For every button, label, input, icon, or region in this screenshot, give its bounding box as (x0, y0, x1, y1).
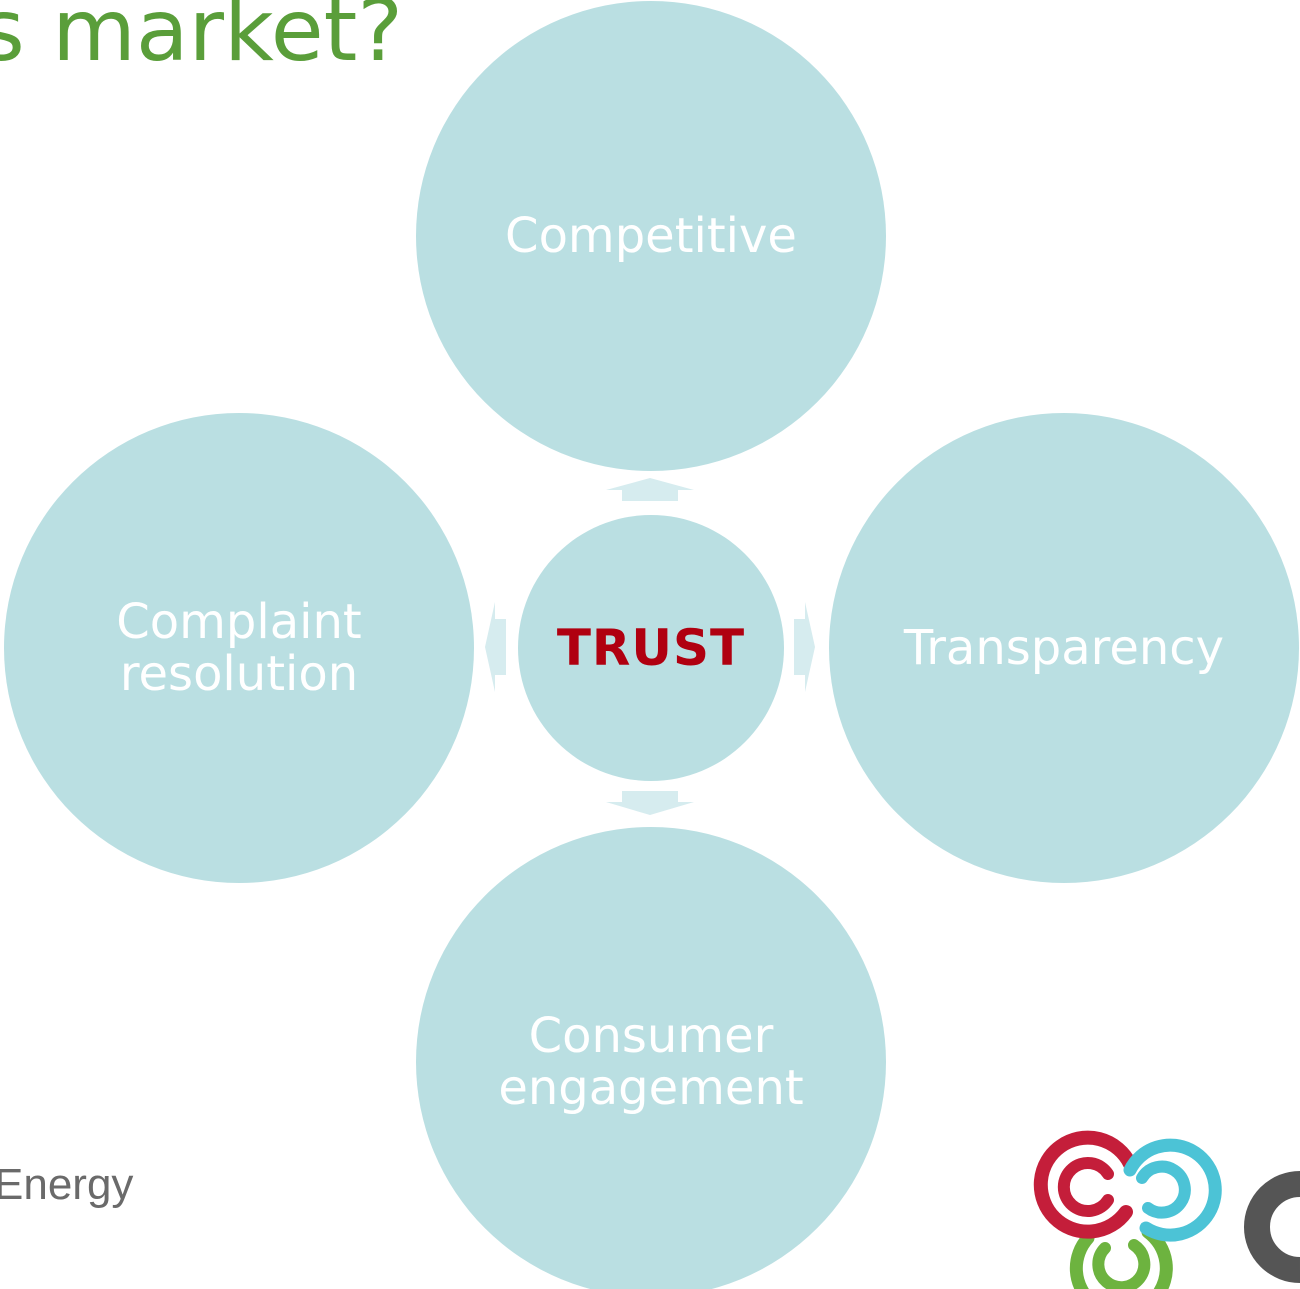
logo-letter (1244, 1171, 1300, 1283)
node-consumer-engagement: Consumer engagement (416, 827, 886, 1289)
arrow-down (606, 791, 694, 815)
node-label-line: Consumer (528, 1008, 774, 1064)
center-label: TRUST (556, 619, 746, 677)
node-transparency: Transparency (829, 413, 1299, 883)
footer-brand-text: Energy (0, 1160, 134, 1209)
triple-ring-logo-icon (1033, 1130, 1300, 1289)
node-label-line: Complaint (116, 594, 362, 650)
slide-title: s market? (0, 0, 403, 81)
node-label: Transparency (903, 620, 1225, 676)
node-complaint-resolution: Complaint resolution (4, 413, 474, 883)
arrow-right (794, 602, 815, 692)
node-competitive: Competitive (416, 1, 886, 471)
node-label-line: engagement (498, 1060, 804, 1116)
arrow-up (606, 478, 694, 501)
node-trust-center: TRUST (518, 515, 784, 781)
arrow-left (485, 602, 506, 692)
node-label-line: resolution (119, 646, 359, 702)
node-label: Competitive (505, 208, 797, 264)
node-label-group: Complaint resolution (116, 596, 361, 700)
node-label-group: Consumer engagement (498, 1010, 803, 1114)
